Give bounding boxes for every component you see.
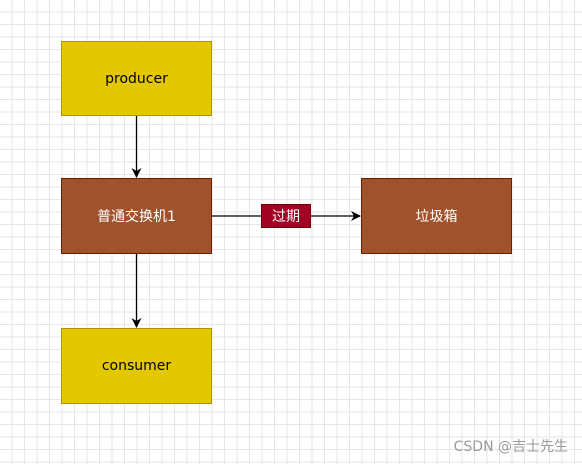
dead-letter-node[interactable]: 垃圾箱 xyxy=(361,178,512,254)
producer-label: producer xyxy=(105,70,168,87)
consumer-label: consumer xyxy=(101,358,172,374)
watermark: CSDN @吉士先生 xyxy=(453,439,568,455)
exchange-label: 普通交换机1 xyxy=(97,209,176,225)
expire-label-text: 过期 xyxy=(272,209,300,225)
consumer-node[interactable]: consumer xyxy=(61,328,212,404)
exchange-node[interactable]: 普通交换机1 xyxy=(61,178,212,254)
dead-letter-label: 垃圾箱 xyxy=(415,209,458,225)
producer-node[interactable]: producer xyxy=(61,41,212,116)
expire-edge-label[interactable]: 过期 xyxy=(261,204,311,228)
